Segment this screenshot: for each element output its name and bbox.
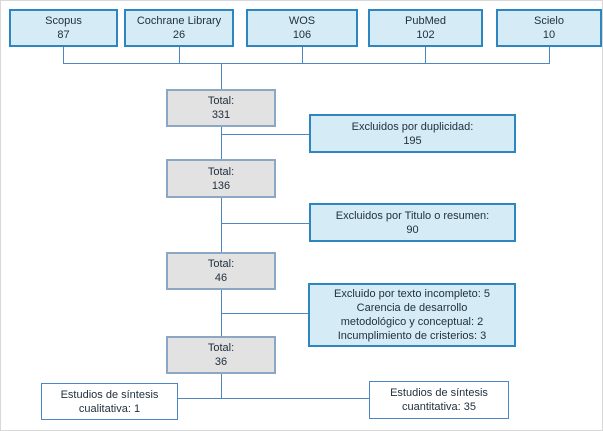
- connector-total331-to-total136: [221, 127, 222, 159]
- source-box-scopus: Scopus 87: [9, 9, 118, 47]
- source-box-wos: WOS 106: [246, 9, 358, 47]
- connector-total136-to-total46: [221, 198, 222, 252]
- exclusion-line: Excluido por texto incompleto: 5: [334, 288, 490, 300]
- exclusion-box-duplicidad: Excluidos por duplicidad: 195: [309, 114, 516, 153]
- source-box-scielo: Scielo 10: [496, 9, 602, 47]
- exclusion-line: Carencia de desarrollo: [356, 302, 468, 314]
- connector-bus-to-total331: [221, 63, 222, 89]
- source-count: 10: [542, 29, 556, 41]
- source-count: 87: [57, 29, 70, 41]
- exclusion-count: 90: [406, 223, 419, 236]
- exclusion-line: Excluidos por Titulo o resumen:: [335, 209, 490, 222]
- connector-stub-scopus: [63, 47, 64, 63]
- total-label: Total:: [207, 342, 235, 354]
- outcome-box-cualitativa: Estudios de síntesis cualitativa: 1: [41, 383, 178, 420]
- total-box-136: Total: 136: [166, 159, 276, 198]
- total-label: Total:: [207, 95, 235, 107]
- exclusion-box-titulo-resumen: Excluidos por Titulo o resumen: 90: [309, 203, 516, 242]
- connector-stub-cochrane: [179, 47, 180, 63]
- outcome-line: Estudios de síntesis: [390, 387, 488, 399]
- exclusion-count: 195: [403, 134, 422, 147]
- source-count: 102: [416, 29, 435, 41]
- total-label: Total:: [207, 165, 235, 178]
- source-name: WOS: [288, 15, 316, 27]
- connector-branch-texto: [221, 313, 308, 314]
- total-value: 36: [214, 356, 228, 368]
- exclusion-line: Incumplimiento de cristerios: 3: [337, 330, 487, 342]
- connector-stub-wos: [302, 47, 303, 63]
- total-box-331: Total: 331: [166, 89, 276, 127]
- connector-bus: [63, 63, 550, 64]
- total-box-46: Total: 46: [166, 252, 276, 290]
- total-value: 136: [211, 179, 231, 192]
- outcome-line: cualitativa: 1: [78, 402, 141, 415]
- exclusion-line: metodológico y conceptual: 2: [340, 316, 484, 328]
- source-box-pubmed: PubMed 102: [368, 9, 483, 47]
- outcome-line: Estudios de síntesis: [60, 388, 159, 401]
- exclusion-box-texto-incompleto: Excluido por texto incompleto: 5 Carenci…: [308, 283, 516, 347]
- connector-outcomes: [178, 398, 369, 399]
- total-label: Total:: [207, 258, 235, 270]
- outcome-box-cuantitativa: Estudios de síntesis cuantitativa: 35: [369, 381, 509, 419]
- source-name: Scopus: [45, 15, 82, 27]
- outcome-line: cuantitativa: 35: [402, 401, 476, 413]
- connector-branch-duplicidad: [221, 134, 309, 135]
- source-name: PubMed: [405, 15, 446, 27]
- total-box-36: Total: 36: [166, 336, 276, 374]
- source-box-cochrane: Cochrane Library 26: [124, 9, 234, 47]
- exclusion-line: Excluidos por duplicidad:: [351, 120, 474, 133]
- connector-branch-titulo: [221, 223, 309, 224]
- source-name: Cochrane Library: [136, 15, 222, 27]
- connector-stub-scielo: [549, 47, 550, 63]
- source-count: 106: [292, 29, 312, 41]
- connector-stub-pubmed: [425, 47, 426, 63]
- total-value: 331: [211, 109, 231, 121]
- source-name: Scielo: [534, 15, 564, 27]
- connector-total36-to-outcomes: [221, 374, 222, 399]
- total-value: 46: [214, 272, 228, 284]
- source-count: 26: [172, 29, 186, 41]
